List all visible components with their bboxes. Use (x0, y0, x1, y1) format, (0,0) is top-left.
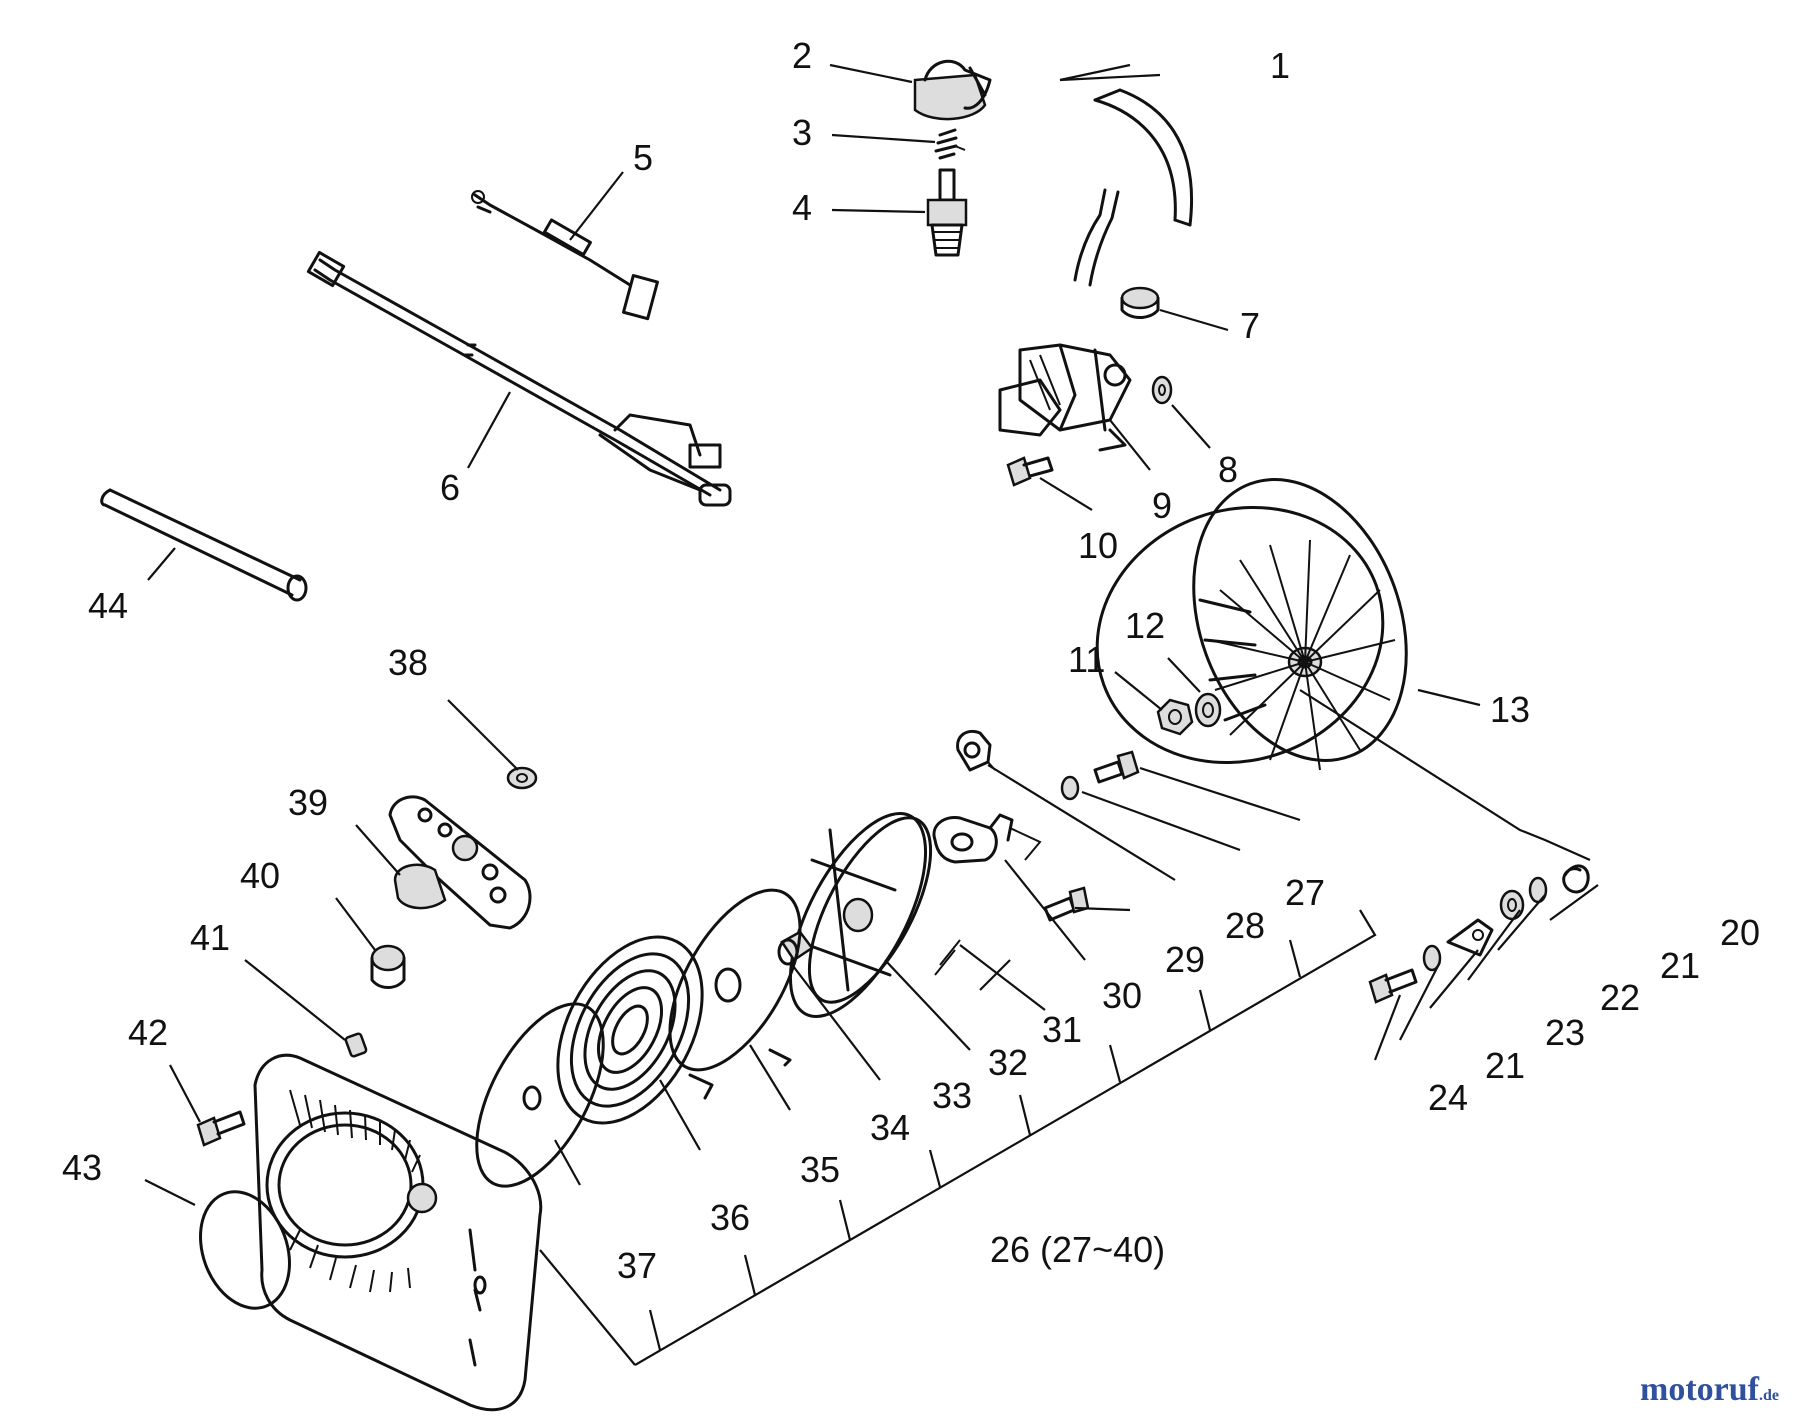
part-38-washer (506, 766, 538, 790)
callout-39: 39 (288, 782, 328, 823)
part-44-rod (100, 488, 308, 602)
part-4-spark-plug (926, 168, 968, 257)
starter-housing (253, 1053, 543, 1412)
part-20-spring (1562, 864, 1590, 894)
callout-10: 10 (1078, 525, 1118, 566)
callout-26: 26 (27~40) (990, 1229, 1165, 1270)
callout-34: 34 (870, 1107, 910, 1148)
part-7-grommet (1120, 286, 1160, 319)
callout-28: 28 (1225, 905, 1265, 946)
callouts: 1 2 3 4 5 6 7 8 9 10 11 12 13 20 21 22 2… (62, 35, 1760, 1286)
part-23-pawl (1446, 918, 1494, 957)
callout-22: 22 (1600, 977, 1640, 1018)
watermark-tld: .de (1759, 1387, 1779, 1404)
callout-6: 6 (440, 467, 460, 508)
callout-7: 7 (1240, 305, 1260, 346)
part-12-washer (1194, 692, 1222, 728)
callout-9: 9 (1152, 485, 1172, 526)
part-21-washer-a (1528, 876, 1548, 904)
part-22-collar (1499, 889, 1525, 921)
part-6-lead-wire (306, 250, 732, 507)
callout-20: 20 (1720, 912, 1760, 953)
callout-3: 3 (792, 112, 812, 153)
part-24-bolt (1368, 968, 1418, 1004)
callout-27: 27 (1285, 872, 1325, 913)
leader-lines (144, 63, 1599, 1366)
callout-11: 11 (1068, 639, 1105, 680)
part-33-reel (788, 812, 961, 1018)
callout-44: 44 (88, 585, 128, 626)
callout-43: 43 (62, 1147, 102, 1188)
callout-36: 36 (710, 1197, 750, 1238)
callout-21a: 21 (1660, 945, 1700, 986)
part-29-pawl (956, 729, 996, 772)
part-39-handle (388, 795, 532, 930)
part-21-washer-b (1422, 944, 1442, 972)
part-3-spring (934, 128, 966, 160)
callout-8: 8 (1218, 449, 1238, 490)
part-41-pin (344, 1032, 368, 1058)
watermark-text: motoruf (1640, 1371, 1760, 1408)
callout-2: 2 (792, 35, 812, 76)
callout-41: 41 (190, 917, 230, 958)
watermark-logo: motoruf.de (1640, 1371, 1779, 1408)
callout-42: 42 (128, 1012, 168, 1053)
part-10-bolt (1006, 456, 1054, 487)
callout-37: 37 (617, 1245, 657, 1286)
part-9-ignition-coil (998, 188, 1132, 452)
callout-32: 32 (988, 1042, 1028, 1083)
callout-31: 31 (1042, 1009, 1082, 1050)
part-27-screw (1093, 750, 1140, 784)
callout-13: 13 (1490, 689, 1530, 730)
callout-21b: 21 (1485, 1045, 1525, 1086)
part-40-plug (370, 944, 406, 989)
callout-30: 30 (1102, 975, 1142, 1016)
part-8-washer (1151, 375, 1173, 405)
part-11-nut (1156, 698, 1194, 736)
part-28-washer (1060, 775, 1080, 801)
callout-38: 38 (388, 642, 428, 683)
callout-40: 40 (240, 855, 280, 896)
callout-29: 29 (1165, 939, 1205, 980)
callout-5: 5 (633, 137, 653, 178)
part-13-flywheel (1095, 478, 1408, 771)
callout-33: 33 (932, 1075, 972, 1116)
part-2-plug-cap (913, 59, 992, 121)
callout-24: 24 (1428, 1077, 1468, 1118)
part-30-screw (1043, 886, 1090, 922)
part-1-hose (1093, 88, 1193, 227)
callout-4: 4 (792, 187, 812, 228)
svg-text:motoruf.de: motoruf.de (1640, 1371, 1779, 1408)
part-5-lead-wire (471, 190, 659, 321)
part-43-cap (199, 1190, 291, 1310)
callout-35: 35 (800, 1149, 840, 1190)
callout-1: 1 (1270, 45, 1290, 86)
callout-23: 23 (1545, 1012, 1585, 1053)
callout-12: 12 (1125, 605, 1165, 646)
part-37-disc (475, 1002, 605, 1188)
part-31-guide (932, 813, 1042, 864)
part-36-spring (556, 935, 714, 1125)
part-42-bolt (196, 1110, 246, 1147)
